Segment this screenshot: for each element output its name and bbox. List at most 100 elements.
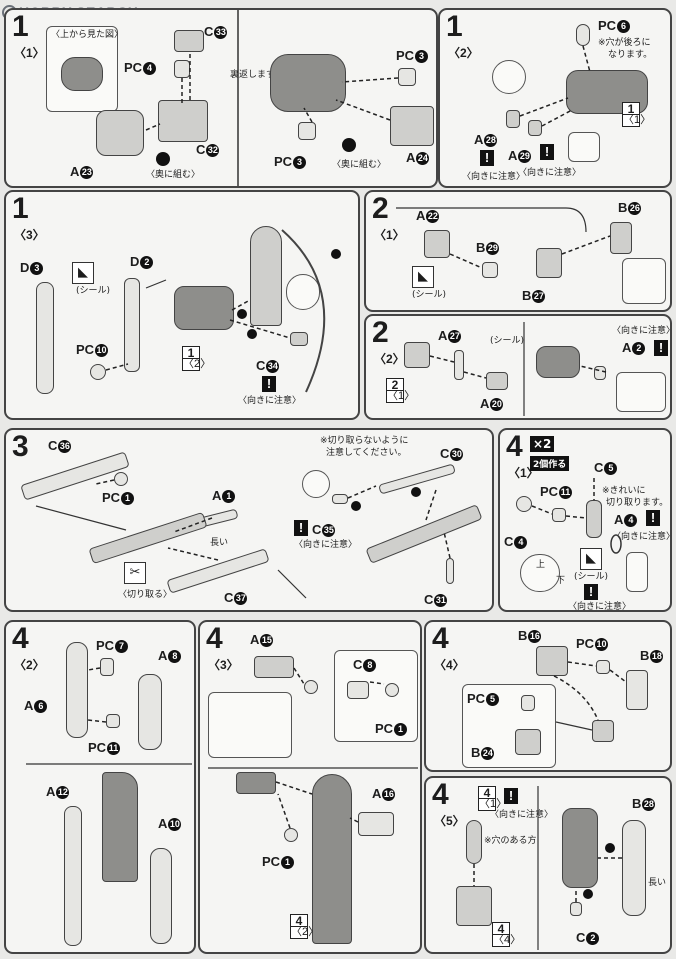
- step-substep: 〈1〉: [374, 228, 405, 242]
- part-a29: [528, 120, 542, 136]
- cut-off-icon: ✂: [124, 562, 146, 584]
- part-a28: [506, 110, 520, 128]
- part-c32: [158, 100, 208, 142]
- top-view-inset: 〈上から見た図〉: [46, 26, 123, 112]
- part-joint-upper: [466, 820, 482, 864]
- press-in-icon: [156, 152, 170, 166]
- reference-step-1-2: 1〈2〉: [182, 346, 212, 371]
- up-down-inset: [520, 554, 560, 592]
- detail-inset-f: [302, 470, 330, 498]
- note-hole-side: ※穴のある方: [484, 836, 537, 846]
- part-c30: [378, 463, 456, 495]
- part-pc1-small: [385, 683, 399, 697]
- step-substep: 〈3〉: [208, 658, 239, 672]
- part-b28: [622, 820, 646, 916]
- part-c35: [332, 494, 348, 504]
- part-rifle-body: [88, 511, 208, 565]
- part-a16: [358, 812, 394, 836]
- detail-inset-g: [626, 552, 648, 592]
- note-direction-2: 〈向きに注意〉: [568, 602, 632, 612]
- detail-inset-d: [622, 258, 666, 304]
- step-number: 4: [206, 622, 223, 655]
- step-number: 2: [372, 192, 389, 225]
- reference-step-4-2: 4〈2〉: [290, 914, 320, 939]
- part-pc10: [90, 364, 106, 380]
- part-b16: [536, 646, 568, 676]
- part-c37: [166, 548, 270, 594]
- part-a22: [424, 230, 450, 258]
- part-a20: [486, 372, 508, 390]
- part-d3: [36, 282, 54, 394]
- reference-step-4-4: 4〈4〉: [492, 922, 522, 947]
- reference-step-2-1: 2〈1〉: [386, 378, 416, 403]
- part-thruster-block: [174, 286, 234, 330]
- part-body: [270, 54, 346, 112]
- part-shape: [61, 57, 103, 91]
- make-two-note: 2個作る: [530, 456, 570, 471]
- step-number: 4: [432, 778, 449, 811]
- part-c33: [174, 30, 204, 52]
- caution-mark-a4: !: [646, 510, 660, 526]
- reference-step-4-1: 4〈1〉: [478, 786, 508, 811]
- assembly-lines: [35, 479, 451, 599]
- step-substep: 〈1〉: [14, 46, 45, 60]
- part-a2: [594, 366, 606, 380]
- step-number: 4: [506, 430, 523, 463]
- part-joint-block: [456, 886, 492, 926]
- caution-mark-ref: !: [504, 788, 518, 804]
- note-direction: 〈向きに注意〉: [462, 172, 526, 182]
- note-remove: 〈切り取る〉: [118, 590, 173, 600]
- part-pc5: [521, 695, 535, 711]
- caution-mark-seal: !: [584, 584, 598, 600]
- part-pc6: [576, 24, 590, 46]
- part-b26: [610, 222, 632, 254]
- part-block: [592, 720, 614, 742]
- note-press-in: 〈奥に組む〉: [146, 170, 201, 180]
- part-a24: [390, 106, 434, 146]
- step-number: 4: [12, 622, 29, 655]
- part-a10: [150, 848, 172, 944]
- part-assembly: [562, 808, 598, 888]
- caution-mark-a2: !: [654, 340, 668, 356]
- note-down: 下: [556, 576, 566, 586]
- part-b27: [536, 248, 562, 278]
- seal-icon: ◣: [580, 548, 602, 570]
- part-pc7: [100, 658, 114, 676]
- part-b18: [626, 670, 648, 710]
- detail-inset-a: [492, 60, 526, 94]
